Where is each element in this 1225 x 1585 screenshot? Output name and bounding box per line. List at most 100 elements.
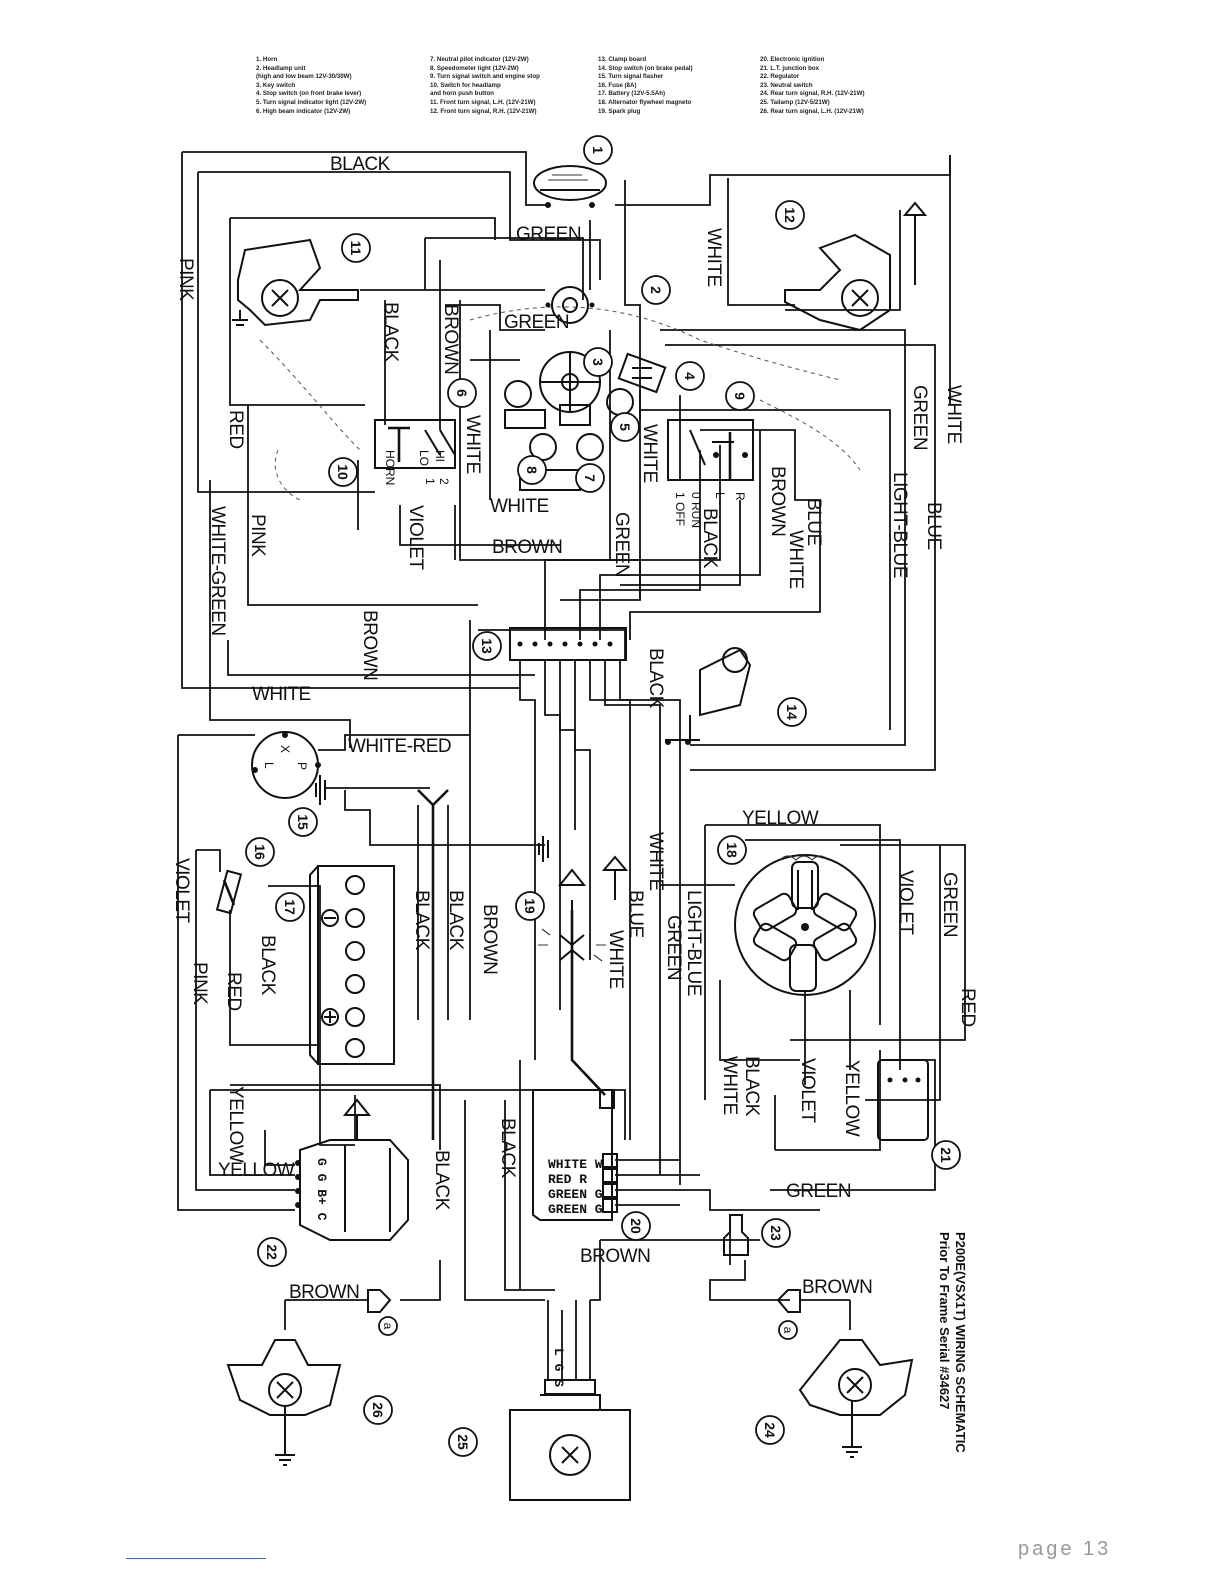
fuse	[215, 869, 243, 915]
regulator	[295, 1139, 409, 1241]
callout-10: 10	[328, 457, 358, 487]
wire-label: WHITE	[785, 530, 806, 589]
wire-label: PINK	[247, 514, 268, 557]
callout-24: 24	[755, 1415, 785, 1445]
svg-text:HORN: HORN	[383, 450, 397, 485]
legend-column-2: 7. Neutral pilot indicator (12V-2W) 8. S…	[430, 56, 540, 116]
callout-8: 8	[517, 455, 547, 485]
callout-9: 9	[725, 381, 755, 411]
wire-label: BLACK	[699, 508, 720, 569]
svg-text:5: 5	[617, 423, 633, 431]
svg-text:G G B+ C: G G B+ C	[314, 1158, 329, 1221]
wire-label: BLUE	[923, 502, 944, 550]
front-turn-signal-right	[784, 201, 928, 332]
wire-label: GREEN	[611, 512, 632, 577]
wire-label: WHITE	[605, 930, 626, 989]
legend-item: 14. Stop switch (on brake pedal)	[598, 64, 693, 72]
svg-text:X: X	[278, 745, 292, 753]
svg-text:16: 16	[252, 844, 268, 860]
svg-text:13: 13	[479, 638, 495, 654]
svg-text:12: 12	[782, 207, 798, 223]
wire-label: GREEN	[663, 915, 684, 980]
wire-label: GREEN	[504, 312, 569, 333]
wire-label: WHITE	[639, 424, 660, 483]
svg-text:GREEN G: GREEN G	[548, 1187, 603, 1202]
callout-22: 22	[257, 1237, 287, 1267]
svg-text:L G S: L G S	[551, 1348, 566, 1387]
footer-divider	[126, 1558, 266, 1559]
callout-19: 19	[515, 891, 545, 921]
wire-label: RED	[223, 972, 244, 1011]
battery-cells	[321, 875, 365, 1058]
svg-text:10: 10	[335, 464, 351, 480]
svg-text:a: a	[781, 1327, 795, 1334]
callout-23: 23	[761, 1218, 791, 1248]
svg-text:a: a	[381, 1323, 395, 1330]
legend-column-1: 1. Horn 2. Headlamp unit (high and low b…	[256, 56, 366, 116]
svg-text:21: 21	[938, 1147, 954, 1163]
wire-label: BLUE	[803, 498, 824, 546]
wire-label: WHITE-RED	[348, 736, 451, 757]
tailamp	[509, 1379, 631, 1501]
wire-label: BROWN	[802, 1277, 872, 1298]
wire-label: WHITE	[462, 415, 483, 474]
legend-item: 15. Turn signal flasher	[598, 73, 664, 81]
callout-7: 7	[575, 463, 605, 493]
svg-text:7: 7	[582, 474, 598, 482]
callout-20: 20	[621, 1211, 651, 1241]
wire-label: RED	[225, 410, 246, 449]
legend-item: 24. Rear turn signal, R.H. (12V-21W)	[760, 90, 865, 98]
legend-item: 8. Speedometer light (12V-2W)	[430, 64, 519, 72]
callout-a-right: a	[778, 1320, 798, 1340]
wire-label: LIGHT-BLUE	[889, 472, 910, 578]
clamp-board	[509, 627, 627, 661]
svg-text:26: 26	[370, 1402, 386, 1418]
battery	[309, 865, 395, 1065]
callout-15: 15	[288, 807, 318, 837]
wire-label: GREEN	[516, 224, 581, 245]
svg-text:9: 9	[732, 392, 748, 400]
wire-label: BLACK	[380, 302, 401, 363]
wire-label: WHITE	[719, 1056, 740, 1115]
stop-switch-rear	[665, 647, 752, 745]
svg-text:23: 23	[768, 1225, 784, 1241]
callout-26: 26	[363, 1395, 393, 1425]
svg-text:4: 4	[682, 372, 698, 380]
svg-text:0 RUN: 0 RUN	[689, 492, 703, 528]
legend-item: 4. Stop switch (on front brake lever)	[256, 90, 362, 98]
wire-label: RED	[957, 988, 978, 1027]
wire-label: GREEN	[939, 872, 960, 937]
wire-label: WHITE-GREEN	[207, 506, 228, 636]
callout-13: 13	[472, 631, 502, 661]
svg-text:L: L	[713, 492, 727, 499]
ground-symbols	[275, 775, 862, 1466]
terminal-labels: HORN HI LO 2 1 0 RUN 1 OFF L R X L P WHI…	[262, 450, 747, 1387]
svg-text:24: 24	[762, 1422, 778, 1438]
rear-turn-signal-right	[798, 1339, 914, 1430]
callout-a-left: a	[378, 1316, 398, 1336]
svg-text:17: 17	[282, 899, 298, 915]
wire-labels: BLACK GREEN GREEN PINK BLACK BROWN WHITE…	[171, 154, 978, 1303]
wire-label: BLACK	[645, 648, 666, 709]
svg-text:1: 1	[590, 146, 606, 154]
body-outline	[259, 306, 861, 501]
wire-harness	[177, 151, 966, 1380]
electronic-ignition	[532, 1089, 618, 1221]
key-switch	[539, 351, 601, 426]
callout-14: 14	[777, 697, 807, 727]
legend-item: 3. Key switch	[256, 81, 296, 89]
svg-text:GREEN G: GREEN G	[548, 1202, 603, 1217]
svg-text:P: P	[295, 762, 309, 770]
callout-18: 18	[717, 835, 747, 865]
stop-switch-front	[617, 352, 667, 394]
svg-text:1: 1	[423, 478, 437, 485]
headlamp-unit	[545, 286, 595, 324]
wire-label: YELLOW	[225, 1086, 246, 1163]
connectors-a	[367, 1289, 801, 1313]
wire-label: BROWN	[440, 304, 461, 374]
callout-4: 4	[675, 361, 705, 391]
wire-label: GREEN	[909, 385, 930, 450]
spark-plug	[538, 900, 606, 962]
svg-text:RED R: RED R	[548, 1172, 587, 1187]
lt-junction-box	[877, 1059, 929, 1141]
